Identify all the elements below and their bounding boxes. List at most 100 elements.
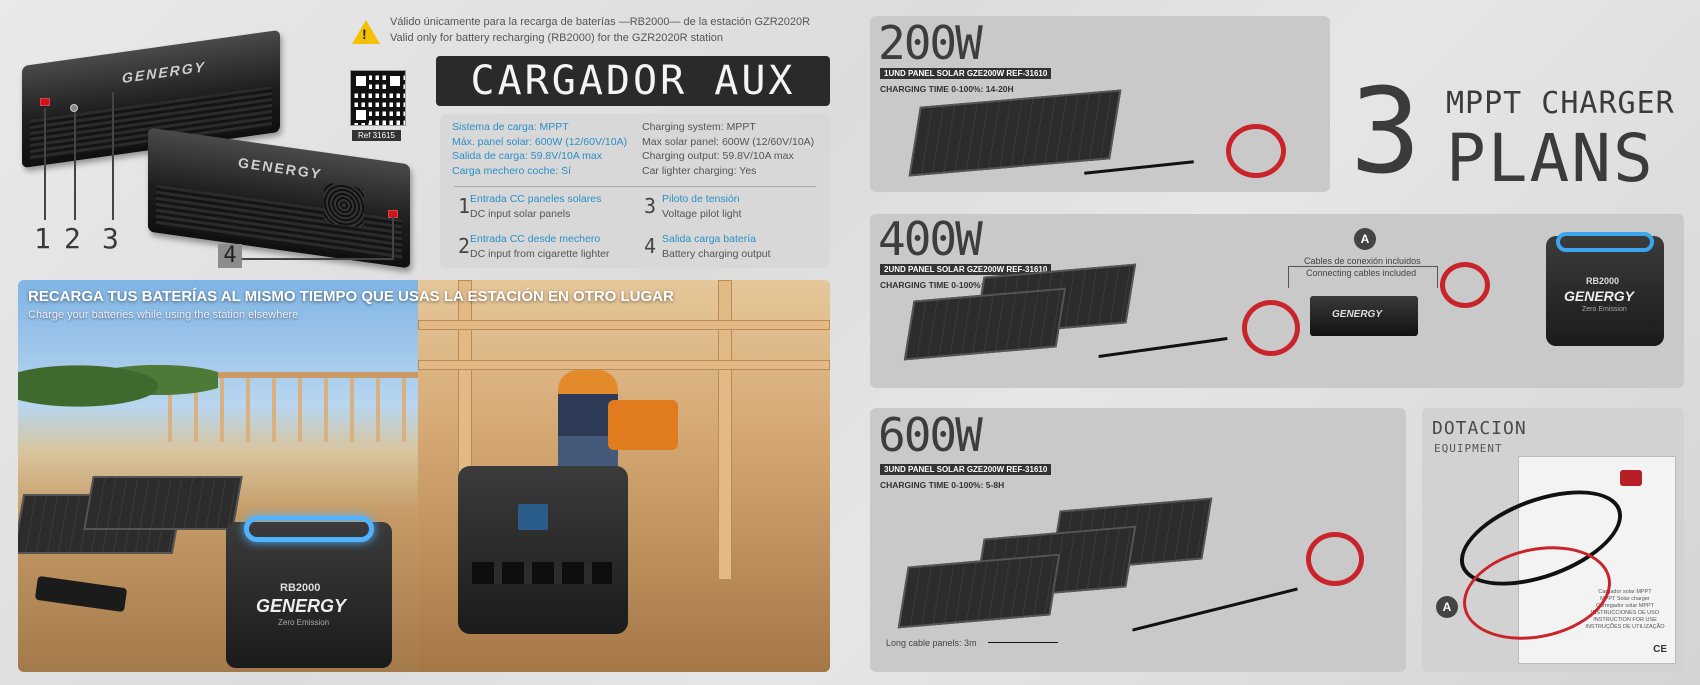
manual-line-6: INSTRUÇÕES DE UTILIZAÇÃO bbox=[1585, 624, 1665, 630]
plan-600w-red-loop bbox=[1306, 532, 1364, 586]
connect-bracket bbox=[1288, 266, 1438, 288]
qr-finder-tr bbox=[387, 73, 403, 89]
io-num-3: 3 bbox=[644, 194, 657, 218]
big-title-line2: PLANS bbox=[1446, 120, 1655, 197]
plan-600w-tag: 3UND PANEL SOLAR GZE200W REF-31610 bbox=[880, 464, 1052, 475]
qr-finder-tl bbox=[353, 73, 369, 89]
miter-saw bbox=[608, 400, 678, 450]
beam-3 bbox=[418, 320, 830, 330]
plan-200w-tag: 1UND PANEL SOLAR GZE200W REF-31610 bbox=[880, 68, 1052, 79]
plan-200w-time: CHARGING TIME 0-100%: 14-20H bbox=[880, 84, 1014, 94]
warning-text: Válido únicamente para la recarga de bat… bbox=[390, 14, 820, 46]
connect-red-loop bbox=[1440, 262, 1490, 308]
io-num-4: 4 bbox=[644, 234, 657, 258]
big-title-number: 3 bbox=[1350, 62, 1422, 200]
plan-400w-card: 400W 2UND PANEL SOLAR GZE200W REF-31610 … bbox=[870, 214, 1684, 388]
qr-code[interactable] bbox=[350, 70, 406, 126]
warning-icon bbox=[352, 20, 380, 44]
equipment-connector bbox=[1620, 470, 1642, 486]
plan-600w-panel-3 bbox=[897, 553, 1061, 629]
connect-station-tag: Zero Emission bbox=[1582, 306, 1627, 313]
plan-400w-tag: 2UND PANEL SOLAR GZE200W REF-31610 bbox=[880, 264, 1052, 275]
charger-brand: GENERGY bbox=[122, 58, 207, 87]
warning-line-es: Válido únicamente para la recarga de bat… bbox=[390, 16, 811, 28]
spec-es-2: Máx. panel solar: 600W (12/60V/10A) bbox=[452, 135, 628, 148]
connect-station-brand: GENERGY bbox=[1564, 288, 1635, 304]
plan-200w-cable bbox=[1084, 160, 1194, 175]
photo-battery-rb2000: RB2000 GENERGY Zero Emission bbox=[226, 516, 392, 668]
equipment-manual: Cargador solar MPPT MPPT Solar charger C… bbox=[1518, 456, 1676, 664]
io-1-en: DC input solar panels bbox=[470, 208, 571, 220]
plan-600w-time: CHARGING TIME 0-100%: 5-8H bbox=[880, 480, 1005, 490]
connect-station-rb2000: RB2000 GENERGY Zero Emission bbox=[1546, 232, 1664, 346]
warning-exclamation: ! bbox=[362, 26, 367, 42]
dc-port bbox=[70, 104, 78, 112]
spec-en-1: Charging system: MPPT bbox=[642, 121, 756, 133]
manual-text: Cargador solar MPPT MPPT Solar charger C… bbox=[1579, 589, 1671, 631]
connect-note-es: Cables de conexión incluidos bbox=[1304, 256, 1421, 266]
io-2-en: DC input from cigarette lighter bbox=[470, 248, 610, 260]
plan-400w-cable bbox=[1098, 336, 1228, 359]
io-4-es: Salida carga batería bbox=[662, 233, 756, 245]
plan-400w-red-loop bbox=[1242, 300, 1300, 356]
callout-3: 3 bbox=[102, 222, 119, 255]
connect-station-handle bbox=[1556, 232, 1654, 252]
spec-es-1: Sistema de carga: MPPT bbox=[452, 121, 569, 133]
ce-mark: CE bbox=[1653, 644, 1667, 655]
battery-brand: GENERGY bbox=[256, 596, 347, 616]
connect-station-model: RB2000 bbox=[1586, 276, 1620, 286]
connect-badge: A bbox=[1354, 228, 1376, 250]
callout-line-1 bbox=[44, 108, 46, 220]
spec-es-3: Salida de carga: 59.8V/10A max bbox=[452, 150, 603, 162]
specs-divider bbox=[454, 186, 816, 187]
photo-headline: RECARGA TUS BATERÍAS AL MISMO TIEMPO QUE… bbox=[28, 288, 674, 305]
trees bbox=[18, 350, 218, 410]
big-title-line1: MPPT CHARGER bbox=[1446, 86, 1675, 121]
charger-fins-side bbox=[156, 185, 402, 262]
photo-station-gzr2020r bbox=[458, 466, 628, 634]
battery-handle bbox=[244, 516, 374, 542]
beam-2 bbox=[718, 280, 732, 580]
station-sockets bbox=[472, 562, 612, 584]
long-cable-note: Long cable panels: 3m bbox=[886, 638, 977, 648]
spec-en-3: Charging output: 59.8V/10A max bbox=[642, 150, 794, 162]
manual-line-2: MPPT Solar charger bbox=[1600, 596, 1650, 602]
manual-line-3: Carregador solar MPPT bbox=[1595, 603, 1655, 609]
callout-line-4b bbox=[392, 216, 394, 260]
plan-400w-watt: 400W bbox=[878, 212, 983, 266]
io-num-1: 1 bbox=[458, 194, 471, 218]
plan-200w-panel bbox=[908, 89, 1122, 177]
io-item-2: Entrada CC desde mechero DC input from c… bbox=[470, 232, 609, 262]
station-screen bbox=[518, 504, 548, 530]
charger-brand-side: GENERGY bbox=[238, 154, 323, 183]
plan-200w-watt: 200W bbox=[878, 16, 983, 70]
specs-en: Charging system: MPPT Max solar panel: 6… bbox=[642, 120, 814, 178]
fan-grille bbox=[324, 182, 364, 228]
io-num-2: 2 bbox=[458, 234, 471, 258]
specs-panel: Sistema de carga: MPPT Máx. panel solar:… bbox=[440, 114, 830, 268]
callout-line-3 bbox=[112, 92, 114, 220]
long-cable-leader bbox=[988, 642, 1058, 643]
manual-line-1: Cargador solar MPPT bbox=[1598, 589, 1652, 595]
qr-finder-bl bbox=[353, 107, 369, 123]
plan-400w-panel-2 bbox=[903, 287, 1067, 361]
photo-solar-panel-2 bbox=[83, 476, 243, 530]
io-1-es: Entrada CC paneles solares bbox=[470, 193, 602, 205]
io-4-en: Battery charging output bbox=[662, 248, 771, 260]
equipment-title: DOTACION bbox=[1432, 418, 1527, 439]
connect-charger-brand: GENERGY bbox=[1332, 309, 1383, 320]
io-2-es: Entrada CC desde mechero bbox=[470, 233, 601, 245]
spec-en-4: Car lighter charging: Yes bbox=[642, 164, 757, 177]
callout-line-4 bbox=[226, 258, 394, 260]
photo-subheadline: Charge your batteries while using the st… bbox=[28, 309, 299, 321]
equipment-card: DOTACION EQUIPMENT Cargador solar MPPT M… bbox=[1422, 408, 1684, 672]
page-title: CARGADOR AUX MPPT bbox=[436, 56, 830, 154]
warning-line-en: Valid only for battery recharging (RB200… bbox=[390, 32, 724, 44]
plan-600w-cable bbox=[1132, 587, 1298, 632]
manual-line-4: INSTRUCCIONES DE USO bbox=[1590, 610, 1660, 616]
qr-ref: Ref 31615 bbox=[352, 130, 401, 141]
manual-line-5: INSTRUCTION FOR USE bbox=[1593, 617, 1657, 623]
callout-2: 2 bbox=[64, 222, 81, 255]
io-item-4: Salida carga batería Battery charging ou… bbox=[662, 232, 771, 262]
plan-200w-red-loop bbox=[1226, 124, 1286, 178]
